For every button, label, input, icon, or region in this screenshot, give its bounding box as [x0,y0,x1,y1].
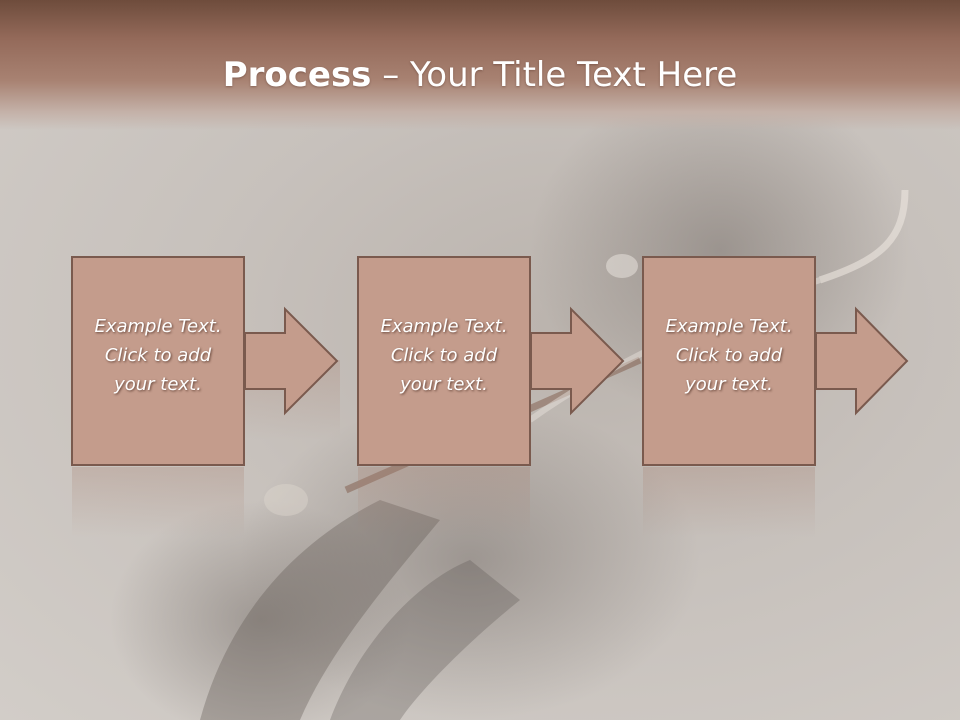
step-2-line-3: your text. [400,374,488,395]
step-3-arrow [815,306,909,416]
title-bar [0,0,960,130]
step-2-text[interactable]: Example Text. Click to add your text. [358,312,530,399]
step-1-text[interactable]: Example Text. Click to add your text. [72,312,244,399]
step-1-box[interactable] [71,256,245,466]
step-3-box-reflection [643,467,815,537]
step-3-line-2: Click to add [675,345,783,366]
slide-title[interactable]: Process – Your Title Text Here [0,50,960,100]
step-2-box-reflection [358,467,530,537]
step-2-line-2: Click to add [390,345,498,366]
step-1-box-reflection [72,467,244,537]
step-3-text[interactable]: Example Text. Click to add your text. [643,312,815,399]
process-step-1[interactable] [71,256,340,537]
title-rest-text: – Your Title Text Here [371,55,738,95]
step-2-box[interactable] [357,256,531,466]
step-1-line-1: Example Text. [94,316,222,337]
step-3-box[interactable] [642,256,816,466]
step-1-line-2: Click to add [104,345,212,366]
step-2-arrow [530,306,625,416]
step-1-arrow [244,306,339,416]
process-step-3[interactable] [642,256,909,537]
title-bold-text: Process [222,55,372,95]
step-3-line-1: Example Text. [665,316,793,337]
step-2-line-1: Example Text. [380,316,508,337]
step-3-line-3: your text. [685,374,773,395]
process-step-2[interactable] [357,256,625,537]
step-1-line-3: your text. [114,374,202,395]
